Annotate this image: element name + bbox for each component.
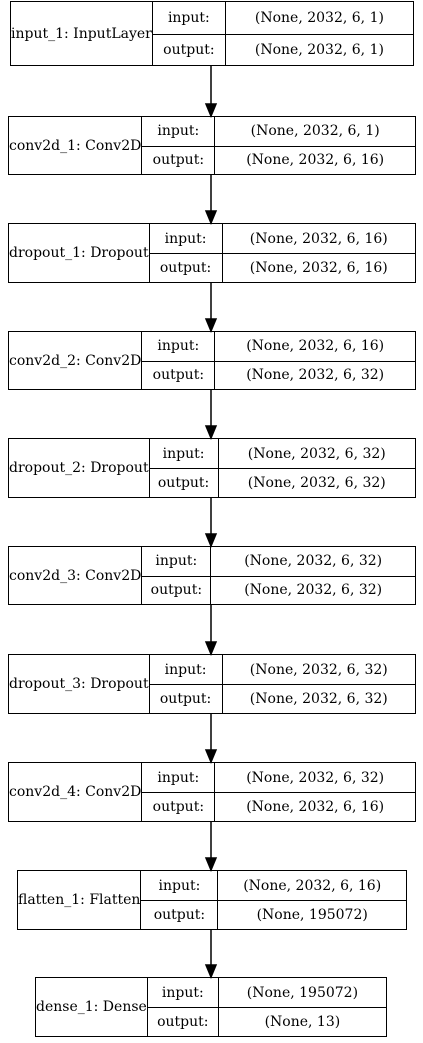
layer-name: flatten_1: Flatten	[18, 871, 142, 929]
output-label: output:	[142, 146, 216, 174]
input-label: input:	[142, 117, 216, 146]
output-label: output:	[141, 901, 219, 929]
input-shape: (None, 2032, 6, 32)	[247, 445, 386, 462]
arrow-2	[204, 175, 218, 225]
layer-name: dropout_1: Dropout	[9, 224, 150, 282]
output-label: output:	[150, 685, 223, 713]
layer-name: dropout_2: Dropout	[9, 439, 150, 497]
output-shape: (None, 13)	[264, 1014, 341, 1030]
input-label: input:	[150, 224, 223, 253]
input-shape: (None, 195072)	[246, 984, 359, 1001]
layer-name: dropout_3: Dropout	[9, 655, 150, 713]
output-label: output:	[142, 361, 216, 389]
output-shape: (None, 2032, 6, 16)	[246, 152, 385, 169]
output-shape: (None, 195072)	[256, 907, 368, 923]
output-label: output:	[148, 1008, 219, 1036]
layer-node-flatten-1: flatten_1: Flatten input: (None, 2032, 6,…	[17, 870, 407, 930]
layer-node-input-1: input_1: InputLayer input: (None, 2032, 6…	[10, 1, 414, 66]
input-label: input:	[142, 332, 216, 361]
output-shape: (None, 2032, 6, 16)	[246, 799, 385, 815]
output-shape: (None, 2032, 6, 32)	[244, 582, 383, 599]
output-label: output:	[150, 254, 223, 282]
input-shape: (None, 2032, 6, 32)	[249, 661, 388, 678]
output-shape: (None, 2032, 6, 32)	[247, 475, 386, 491]
input-shape: (None, 2032, 6, 16)	[249, 230, 388, 247]
output-shape: (None, 2032, 6, 32)	[249, 691, 388, 707]
arrow-3	[204, 283, 218, 333]
layer-name: conv2d_2: Conv2D	[9, 332, 143, 389]
input-shape: (None, 2032, 6, 1)	[254, 9, 384, 26]
input-shape: (None, 2032, 6, 16)	[243, 877, 382, 894]
output-label: output:	[153, 34, 226, 65]
layer-name: dense_1: Dense	[36, 978, 148, 1036]
input-shape: (None, 2032, 6, 16)	[246, 338, 385, 355]
input-shape: (None, 2032, 6, 32)	[246, 769, 385, 786]
layer-node-conv2d-2: conv2d_2: Conv2D input: (None, 2032, 6, 1…	[8, 331, 416, 390]
output-shape: (None, 2032, 6, 32)	[246, 367, 385, 384]
arrow-1	[204, 66, 218, 118]
arrow-9	[204, 930, 218, 979]
input-label: input:	[148, 978, 219, 1007]
layer-node-dropout-1: dropout_1: Dropout input: (None, 2032, 6,…	[8, 223, 416, 283]
input-label: input:	[153, 2, 226, 34]
arrow-7	[204, 714, 218, 764]
input-label: input:	[141, 871, 219, 900]
input-label: input:	[150, 439, 219, 468]
layer-node-conv2d-3: conv2d_3: Conv2D input: (None, 2032, 6, 3…	[8, 546, 416, 605]
layer-name: conv2d_1: Conv2D	[9, 117, 143, 174]
output-shape: (None, 2032, 6, 16)	[249, 260, 388, 276]
layer-node-dropout-3: dropout_3: Dropout input: (None, 2032, 6,…	[8, 654, 416, 714]
output-label: output:	[142, 793, 216, 821]
input-label: input:	[142, 763, 216, 792]
output-label: output:	[142, 576, 212, 604]
layer-name: input_1: InputLayer	[11, 2, 153, 65]
layer-node-dense-1: dense_1: Dense input: (None, 195072) outp…	[35, 977, 387, 1037]
arrow-4	[204, 390, 218, 440]
input-label: input:	[142, 547, 212, 576]
input-shape: (None, 2032, 6, 32)	[244, 553, 383, 570]
arrow-8	[204, 822, 218, 872]
layer-name: conv2d_3: Conv2D	[9, 547, 143, 604]
input-label: input:	[150, 655, 223, 684]
layer-node-conv2d-4: conv2d_4: Conv2D input: (None, 2032, 6, 3…	[8, 762, 416, 822]
output-label: output:	[150, 469, 219, 497]
layer-node-dropout-2: dropout_2: Dropout input: (None, 2032, 6,…	[8, 438, 416, 498]
output-shape: (None, 2032, 6, 1)	[254, 41, 384, 58]
layer-node-conv2d-1: conv2d_1: Conv2D input: (None, 2032, 6, 1…	[8, 116, 416, 175]
layer-name: conv2d_4: Conv2D	[9, 763, 143, 821]
arrow-6	[204, 605, 218, 656]
arrow-5	[204, 498, 218, 548]
input-shape: (None, 2032, 6, 1)	[250, 123, 380, 140]
